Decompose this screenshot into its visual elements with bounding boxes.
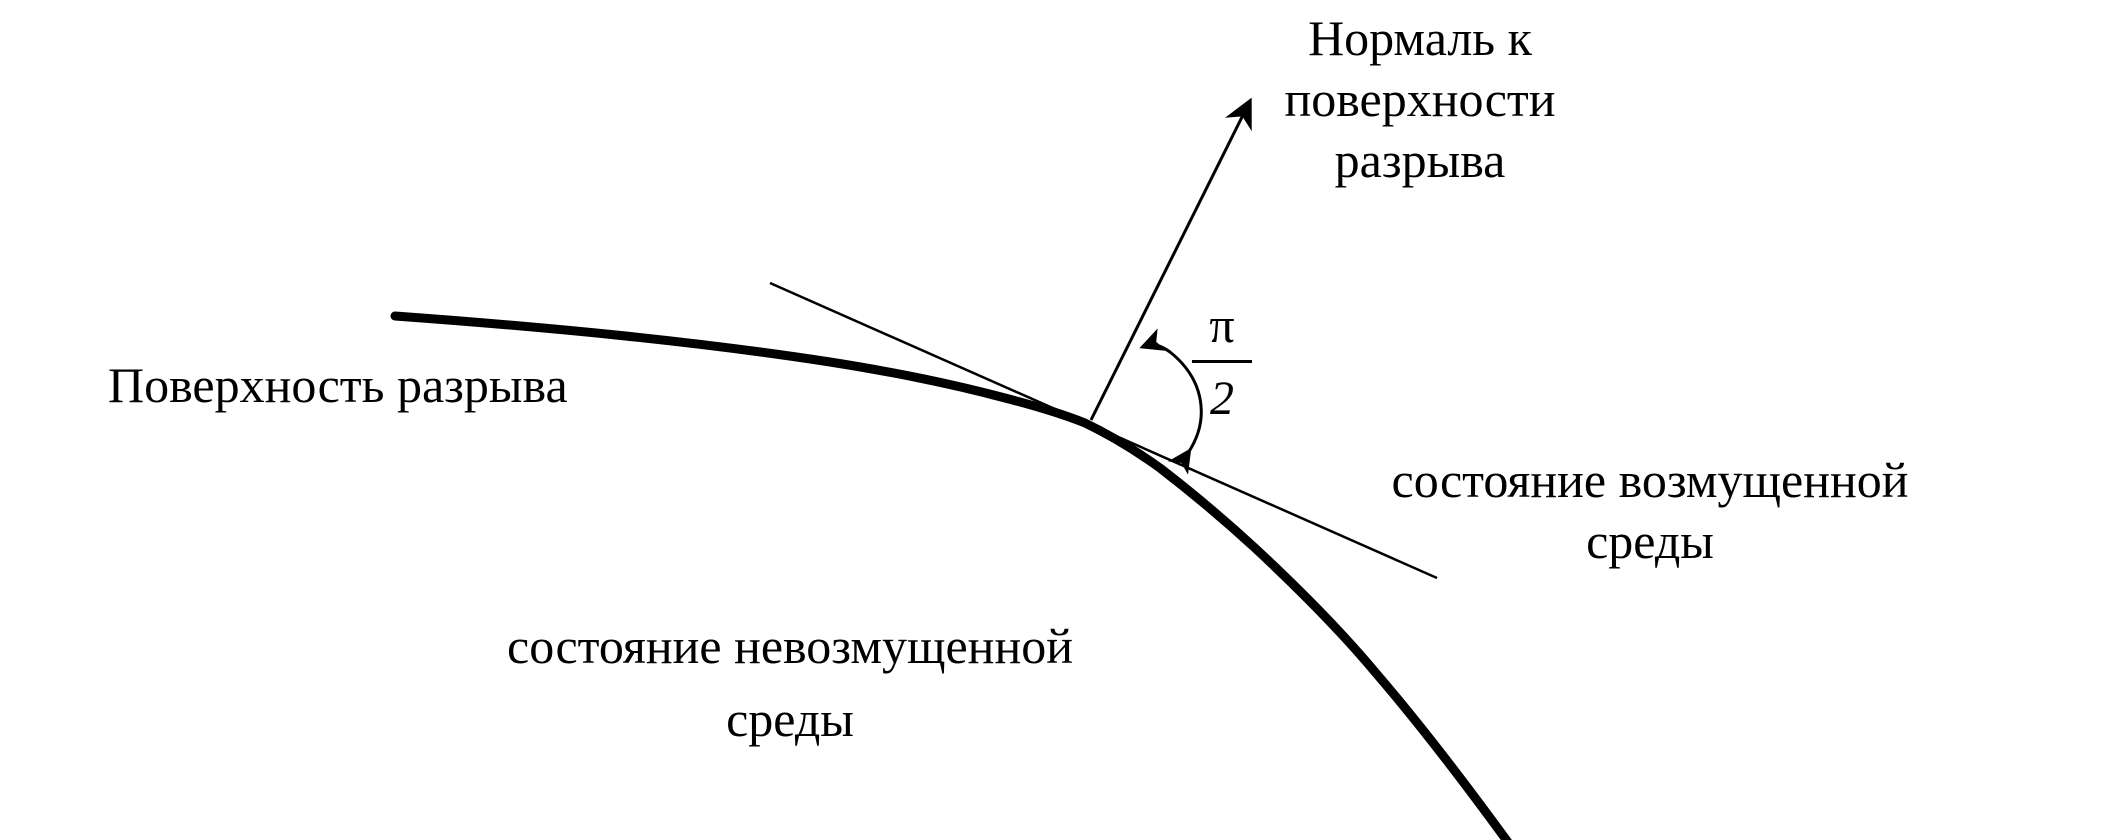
- perturbed-label-line-2: среды: [1586, 513, 1714, 569]
- discontinuity-surface-label: Поверхность разрыва: [108, 357, 568, 413]
- tangent-line: [769, 281, 1438, 580]
- normal-arrow: [1089, 97, 1252, 421]
- perturbed-state-label: состояние возмущенной среды: [1330, 450, 1970, 572]
- angle-denominator: 2: [1210, 372, 1234, 425]
- discontinuity-surface-curve: [390, 311, 1512, 840]
- unperturbed-state-label: состояние невозмущенной среды: [440, 610, 1140, 755]
- normal-label-line-1: Нормаль к: [1308, 10, 1532, 66]
- right-angle-arc: [1139, 328, 1203, 475]
- perturbed-label-line-1: состояние возмущенной: [1391, 452, 1909, 508]
- unperturbed-label-line-2: среды: [726, 690, 854, 747]
- normal-label-line-3: разрыва: [1334, 132, 1506, 188]
- normal-label: Нормаль к поверхности разрыва: [1230, 8, 1610, 191]
- angle-fraction: π 2: [1192, 300, 1252, 423]
- unperturbed-label-line-1: состояние невозмущенной: [507, 618, 1073, 674]
- angle-numerator: π: [1192, 300, 1252, 363]
- normal-label-line-2: поверхности: [1284, 71, 1556, 127]
